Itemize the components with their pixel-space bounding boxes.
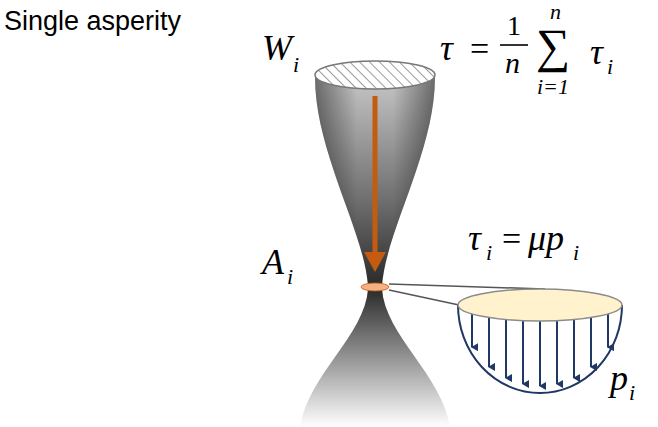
upper-asperity-shade [315, 75, 435, 286]
subscript: i [293, 54, 299, 76]
formula-symbol: τ [590, 34, 603, 70]
contact-area [361, 283, 389, 291]
sum-lower-limit: i=1 [537, 76, 569, 98]
pressure-arrow [539, 312, 541, 386]
shear-label: τ [468, 220, 481, 256]
pressure-arrow [607, 312, 609, 347]
contact-zoom [458, 289, 622, 321]
formula-operator: = [470, 32, 489, 66]
fraction-denominator: n [505, 48, 520, 78]
subscript: i [573, 242, 579, 264]
lower-asperity [300, 289, 450, 427]
formula-operator: = [502, 222, 521, 256]
load-label: W [262, 30, 292, 66]
subscript: i [629, 382, 635, 404]
upper-asperity [315, 75, 435, 286]
pressure-arrow [590, 312, 592, 367]
load-arrow [373, 96, 378, 255]
pressure-arrow [505, 312, 507, 378]
leader-line [389, 284, 545, 289]
sum-symbol: ∑ [536, 22, 570, 70]
pressure-arrow [556, 312, 558, 384]
pressure-arrow [488, 312, 490, 367]
pressure-arrows [472, 312, 608, 386]
leader-line [389, 290, 459, 305]
hatched-top [315, 61, 435, 89]
pressure-arrow [471, 312, 473, 347]
friction-label: μp [528, 220, 564, 256]
diagram-title: Single asperity [4, 8, 181, 35]
pressure-arrow [573, 312, 575, 378]
sum-upper-limit: n [550, 1, 561, 23]
formula-symbol: τ [440, 30, 453, 66]
load-arrowhead [364, 252, 386, 272]
fraction-bar [500, 44, 528, 46]
subscript: i [287, 266, 293, 288]
pressure-label: p [610, 360, 628, 396]
subscript: i [607, 56, 613, 78]
pressure-arrow [522, 312, 524, 384]
subscript: i [486, 242, 492, 264]
area-label: A [262, 244, 284, 280]
fraction-numerator: 1 [507, 12, 521, 40]
